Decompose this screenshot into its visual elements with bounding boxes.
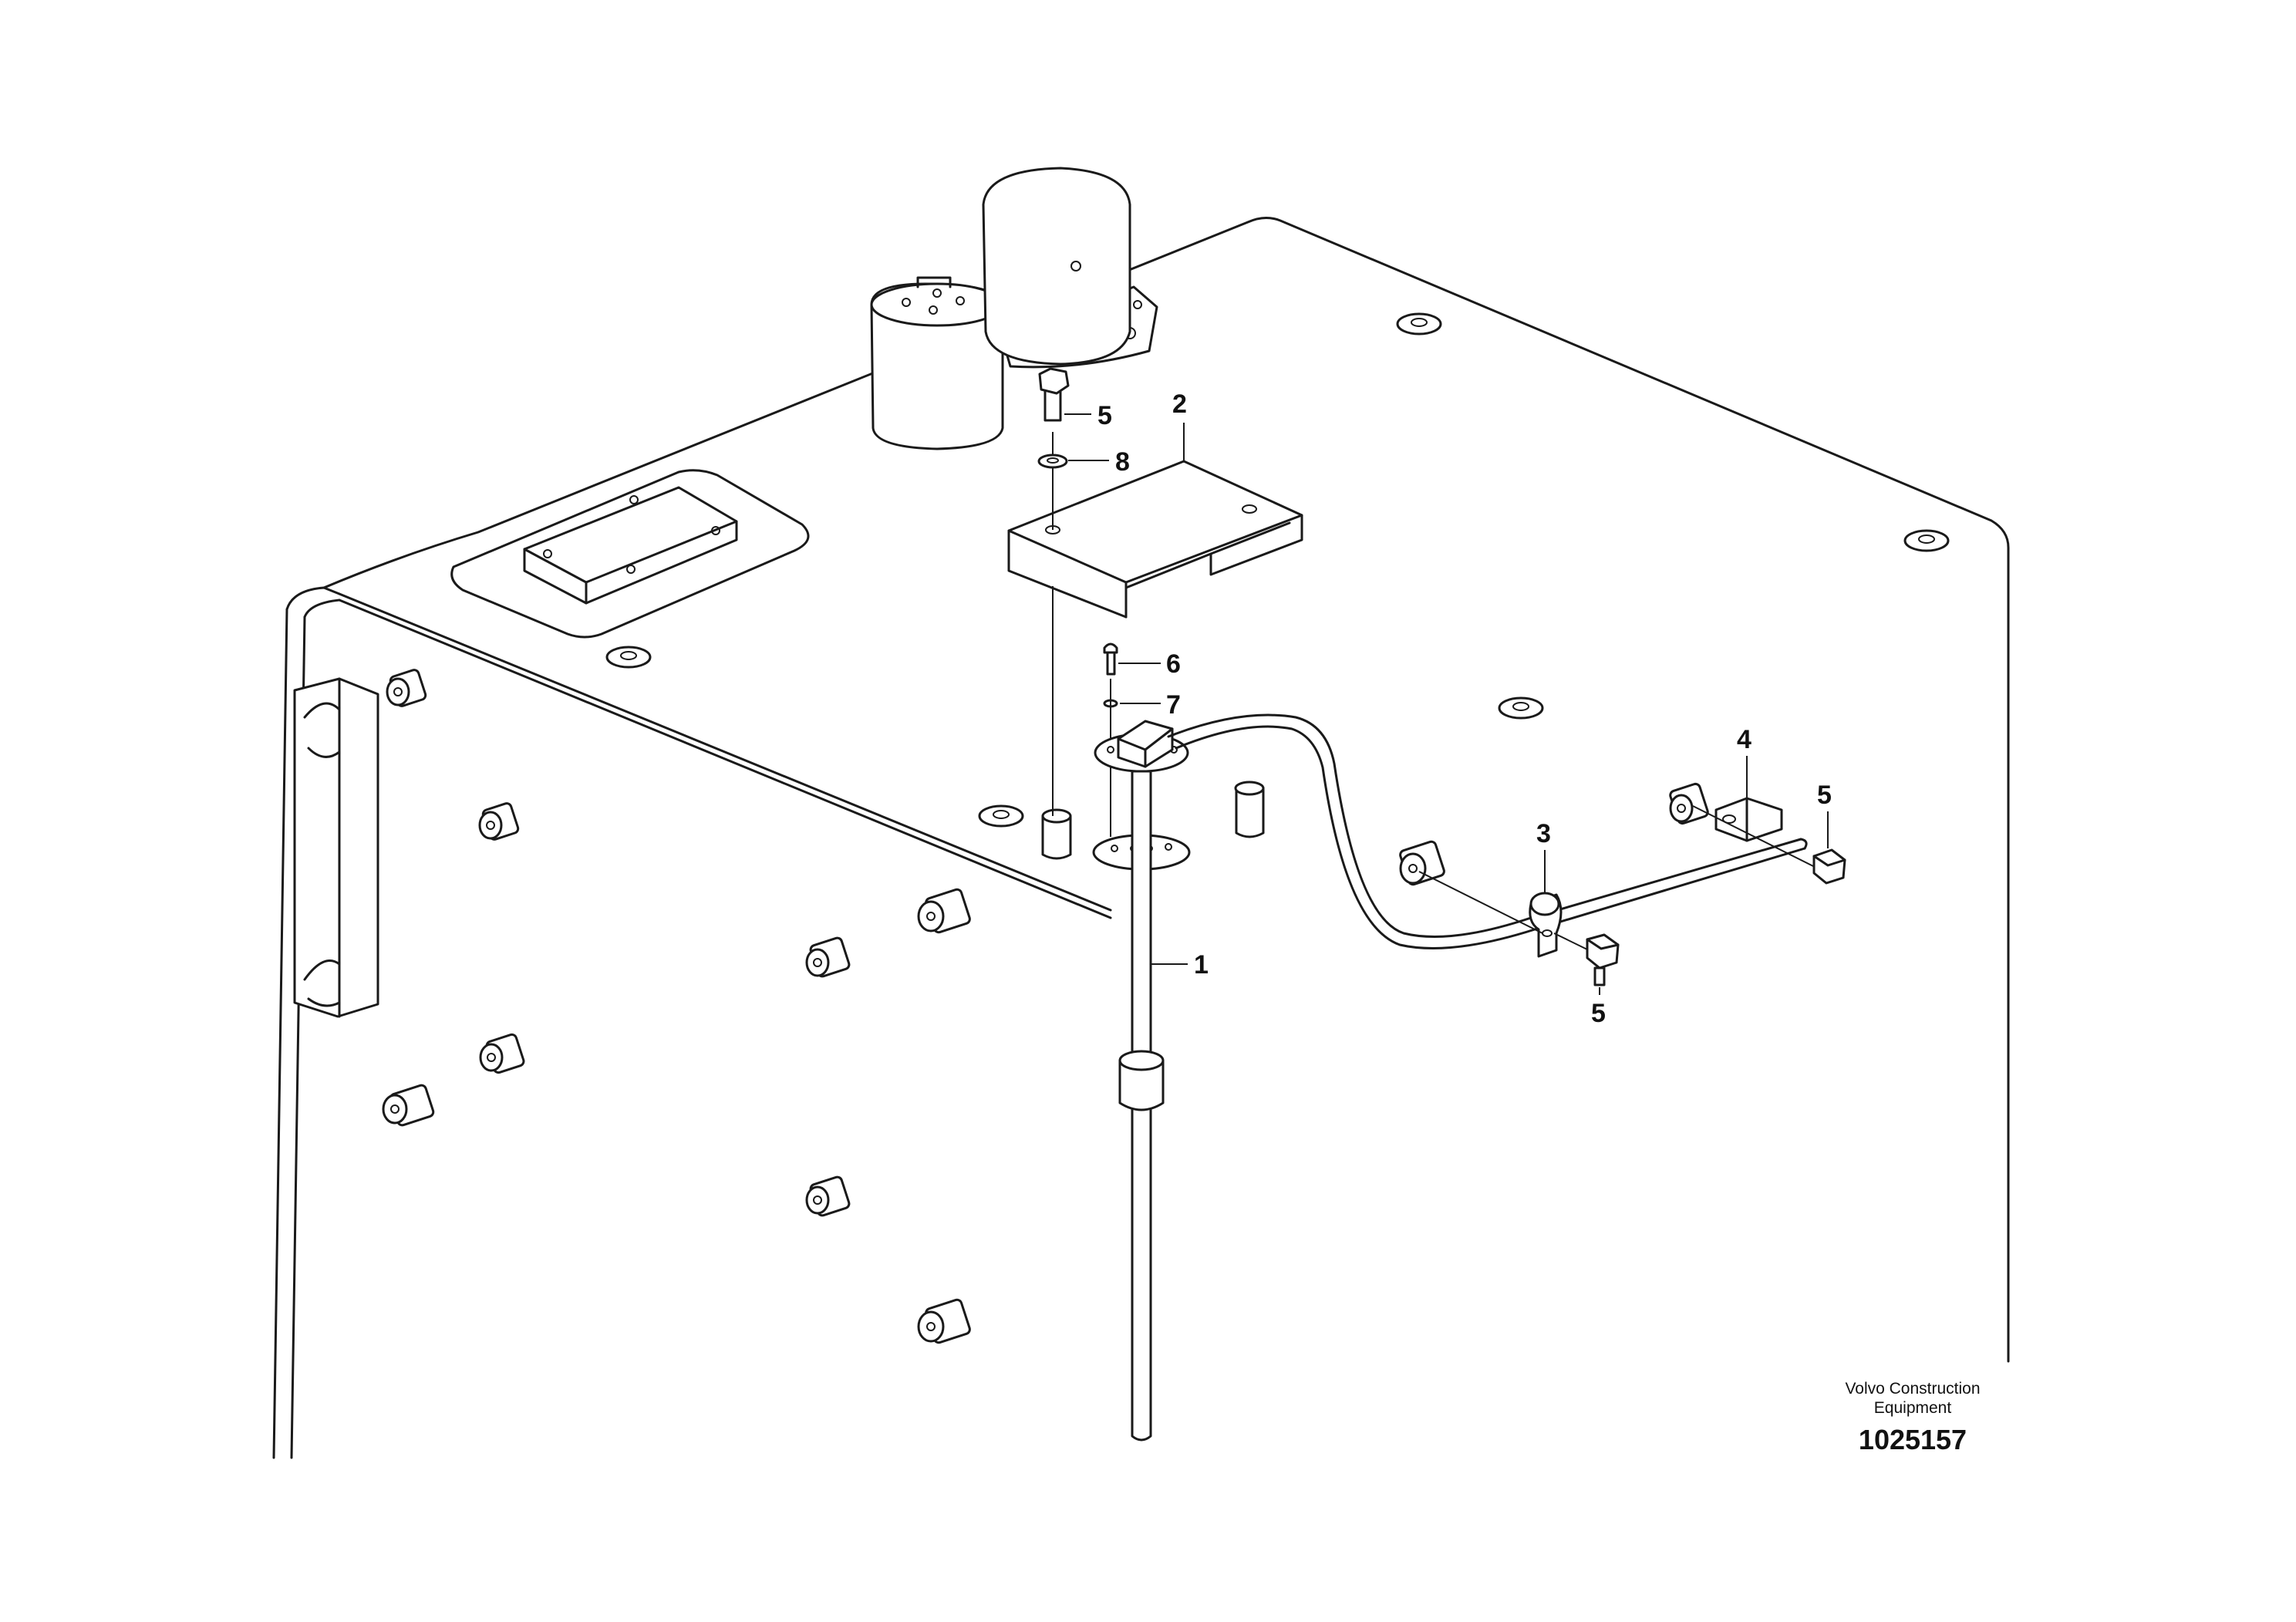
callout-4: 4 <box>1737 725 1752 754</box>
protective-cover <box>1007 432 1303 816</box>
cable-clamp-4 <box>1692 797 1817 868</box>
callout-labels: 1 2 3 4 5 5 5 6 7 8 <box>1097 389 1832 1028</box>
screw-clamp-4 <box>1812 848 1846 885</box>
cable-clamp-3 <box>1418 871 1563 958</box>
cover-spacer-posts <box>1041 781 1265 860</box>
illustration-number: 1025157 <box>1858 1424 1967 1455</box>
drawing-stamp: Volvo Construction Equipment 1025157 <box>1797 1379 2028 1456</box>
screw-sender <box>1103 642 1118 676</box>
callout-1: 1 <box>1194 950 1209 980</box>
callout-8: 8 <box>1115 447 1130 477</box>
fuel-tank <box>272 217 2010 1459</box>
callout-3: 3 <box>1536 819 1551 848</box>
callout-7: 7 <box>1166 690 1181 720</box>
manufacturer-name: Volvo Construction Equipment <box>1845 1380 1981 1417</box>
sender-cable <box>1167 713 1808 949</box>
screw-clamp-3 <box>1553 932 1620 986</box>
screw-top <box>1038 367 1070 422</box>
washer-top <box>1037 454 1068 469</box>
inspection-hatch <box>450 469 810 639</box>
callout-5-top: 5 <box>1097 401 1112 430</box>
filler-neck <box>870 276 1004 450</box>
callout-2: 2 <box>1172 389 1187 419</box>
left-side-bracket <box>293 677 379 1018</box>
callout-5-bottom: 5 <box>1591 999 1606 1028</box>
callout-leaders <box>1064 413 1829 995</box>
tank-top-bosses <box>605 312 1950 828</box>
breather-cap <box>982 167 1158 369</box>
callout-6: 6 <box>1166 649 1181 679</box>
tank-side-bosses <box>382 669 1709 1344</box>
callout-5-right: 5 <box>1817 781 1832 810</box>
fuel-level-sender <box>1092 720 1191 1442</box>
